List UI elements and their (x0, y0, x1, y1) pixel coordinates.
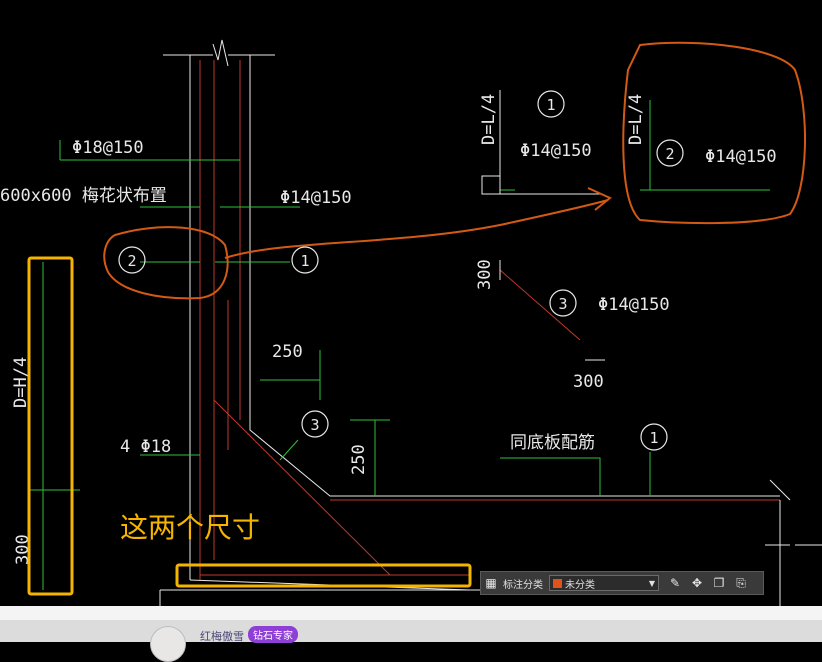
category-select-value: 未分类 (565, 579, 595, 591)
marker-1-top: 1 (546, 96, 555, 114)
label-4-phi18: 4 Φ18 (120, 437, 171, 457)
label-phi14-150-zoom: Φ14@150 (705, 147, 777, 167)
annotation-toolbar: ▦ 标注分类 未分类 ▼ ✎ ✥ ❐ ⎘ (480, 571, 764, 595)
circle-markers (118, 90, 684, 451)
avatar[interactable] (150, 626, 186, 662)
chevron-down-icon: ▼ (648, 578, 655, 588)
post-footer: 红梅傲雪 钻石专家 (0, 620, 822, 662)
marker-2-left: 2 (127, 252, 136, 270)
category-color-swatch (553, 578, 562, 588)
marker-2-zoom: 2 (665, 145, 674, 163)
toolbar-label: 标注分类 (503, 579, 543, 591)
grid-icon[interactable]: ▦ (485, 576, 497, 590)
marker-1-right: 1 (649, 429, 658, 447)
move-icon[interactable]: ✥ (691, 576, 703, 590)
label-meihua: 600x600 梅花状布置 (0, 186, 167, 206)
label-d-l4-zoom: D=L/4 (626, 94, 646, 145)
label-d-h4: D=H/4 (11, 357, 31, 408)
cad-details (481, 90, 822, 606)
label-phi18-150: Φ18@150 (72, 138, 144, 158)
category-select[interactable]: 未分类 ▼ (549, 575, 659, 591)
label-300-right: 300 (475, 259, 495, 290)
edit-icon[interactable]: ✎ (669, 576, 681, 590)
leader-lines (30, 100, 770, 590)
label-phi14-150-mid: Φ14@150 (280, 188, 352, 208)
label-phi14-150-right: Φ14@150 (598, 295, 670, 315)
label-250-side: 250 (349, 444, 369, 475)
label-d-l4-top: D=L/4 (479, 94, 499, 145)
cad-drawing-canvas: Φ18@150 600x600 梅花状布置 Φ14@150 Φ14@150 Φ1… (0, 39, 822, 606)
cad-labels: Φ18@150 600x600 梅花状布置 Φ14@150 Φ14@150 Φ1… (0, 94, 777, 565)
circle-marker-numbers: 1 2 2 1 3 3 1 (127, 96, 674, 447)
divider-strip (0, 606, 822, 620)
copy-icon[interactable]: ❐ (713, 576, 725, 590)
user-badge: 钻石专家 (248, 626, 298, 643)
label-300-bottom: 300 (573, 372, 604, 392)
annotation-text: 这两个尺寸 (120, 511, 260, 544)
label-250-top: 250 (272, 342, 303, 362)
label-phi14-150-top: Φ14@150 (520, 141, 592, 161)
label-same-as-slab: 同底板配筋 (510, 433, 595, 453)
username[interactable]: 红梅傲雪 (200, 630, 244, 643)
paste-icon[interactable]: ⎘ (736, 575, 746, 590)
hand-sketch-annotations (103, 41, 807, 300)
marker-1-mid: 1 (300, 252, 309, 270)
marker-3-right: 3 (558, 295, 567, 313)
highlight-boxes (27, 256, 472, 596)
wall-rebars (199, 60, 780, 580)
marker-3-mid: 3 (310, 416, 319, 434)
